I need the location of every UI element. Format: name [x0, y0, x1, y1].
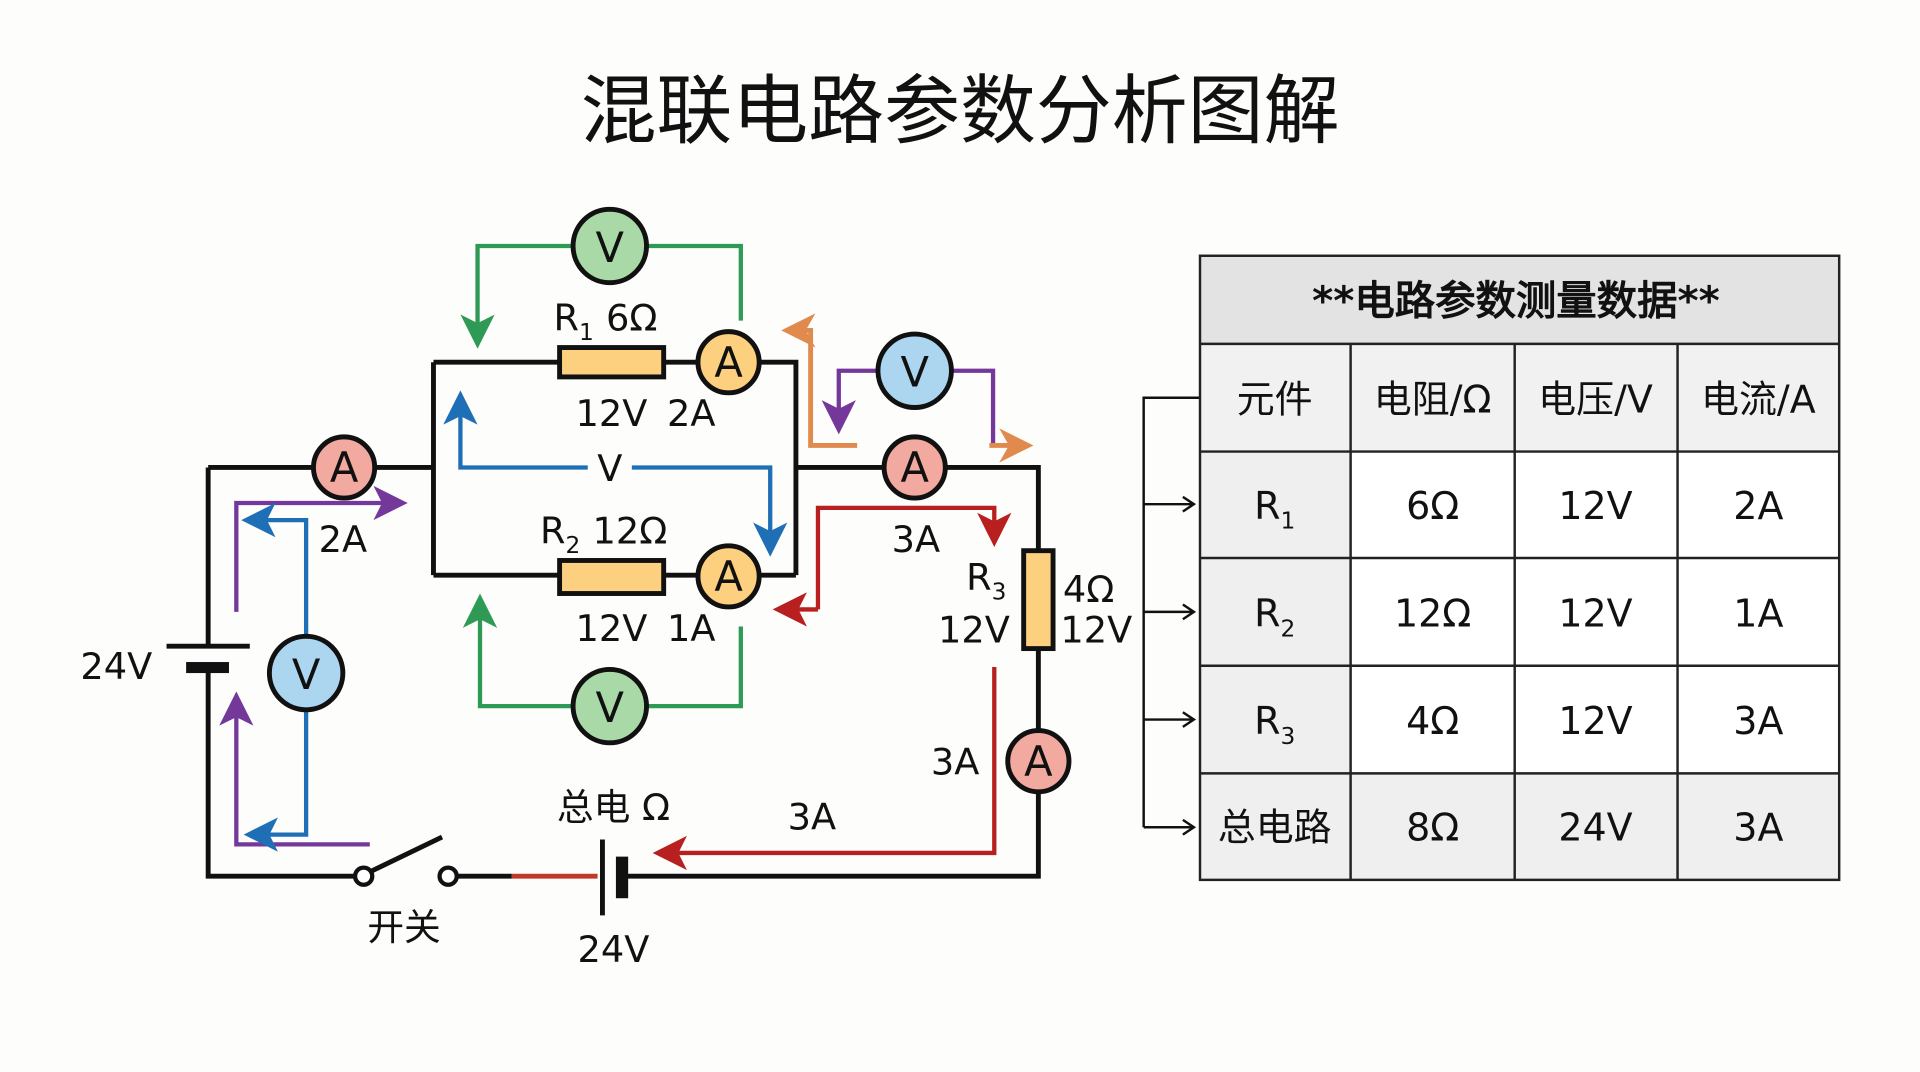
table-cell-voltage: 12V	[1558, 699, 1632, 743]
switch[interactable]: 开关	[352, 834, 459, 949]
current-arrow-bottom	[652, 666, 997, 871]
battery-bottom-top-label: 总电 Ω	[557, 786, 670, 829]
svg-text:V: V	[292, 650, 321, 699]
table-cell-resistance: 4Ω	[1406, 699, 1459, 743]
table-cell-voltage: 12V	[1558, 592, 1632, 636]
table-cell-component: R3	[1254, 699, 1295, 750]
table-cell-voltage: 24V	[1558, 806, 1632, 850]
voltmeter-r1: V	[570, 206, 649, 286]
r3-label: R3 12V 4Ω 12V	[938, 556, 1132, 652]
main-wires	[205, 359, 1041, 879]
main-current-bottom-label: 3A	[788, 796, 836, 839]
table-cell-component: R1	[1254, 484, 1295, 535]
main-current-right-label: 3A	[931, 741, 979, 784]
ammeter-series-right: A	[1005, 728, 1072, 795]
table-cell-voltage: 12V	[1558, 484, 1632, 528]
table-header-current: 电流/A	[1701, 377, 1816, 421]
voltmeter-battery: V	[266, 633, 346, 713]
current-arrow-top	[815, 505, 1012, 610]
ammeter-r2: A	[695, 543, 762, 610]
svg-text:V: V	[900, 348, 929, 397]
table-cell-resistance: 12Ω	[1394, 592, 1471, 636]
data-table: **电路参数测量数据** 元件 电阻/Ω 电压/V 电流/A R1 6Ω 12V 2A…	[1198, 254, 1841, 882]
table-cell-component: R2	[1254, 592, 1295, 643]
svg-text:A: A	[1024, 737, 1053, 786]
parallel-voltage-arrow-left	[443, 390, 588, 470]
parallel-voltage-label: V	[597, 447, 622, 490]
table-cell-current: 2A	[1733, 484, 1783, 528]
purple-arrow-bottom	[219, 691, 370, 847]
svg-text:A: A	[900, 443, 929, 492]
table-cell-resistance: 6Ω	[1406, 484, 1459, 528]
ammeter-r1: A	[695, 329, 762, 396]
table-row: R1 6Ω 12V 2A	[1254, 484, 1783, 535]
switch-label: 开关	[367, 906, 440, 949]
voltmeter-right-lead-right	[952, 368, 996, 443]
svg-text:A: A	[714, 552, 743, 601]
resistor-r2	[557, 558, 667, 596]
parallel-voltage-arrow-right	[631, 465, 788, 557]
svg-text:V: V	[596, 683, 625, 732]
left-current-label: 2A	[319, 518, 367, 561]
table-title: **电路参数测量数据**	[1312, 278, 1720, 325]
main-current-top-label: 3A	[892, 518, 940, 561]
voltmeter-r2: V	[570, 666, 649, 746]
ammeter-main-left: A	[311, 434, 378, 501]
svg-text:R3: R3	[966, 556, 1006, 606]
r2-current: 1A	[667, 607, 715, 650]
orange-arrow-left	[781, 313, 858, 448]
table-header-voltage: 电压/V	[1538, 377, 1653, 421]
table-header-component: 元件	[1237, 377, 1313, 421]
ammeter-series-top: A	[881, 434, 948, 501]
battery-bottom: 总电 Ω 24V	[557, 786, 670, 971]
resistor-r3	[1021, 548, 1056, 652]
battery-left: 24V	[80, 643, 250, 688]
svg-text:12V: 12V	[1060, 608, 1132, 651]
table-row: 总电路 8Ω 24V 3A	[1218, 806, 1784, 850]
page-title: 混联电路参数分析图解	[581, 67, 1340, 155]
svg-text:A: A	[330, 443, 359, 492]
svg-text:V: V	[596, 223, 625, 272]
table-header-resistance: 电阻/Ω	[1374, 377, 1492, 421]
table-row: R2 12Ω 12V 1A	[1254, 592, 1783, 643]
battery-bottom-label: 24V	[578, 928, 650, 971]
svg-text:12V: 12V	[938, 608, 1010, 651]
voltmeter-r3: V	[875, 331, 954, 410]
r1-voltage: 12V	[576, 392, 648, 435]
purple-arrow-top	[234, 485, 408, 612]
table-cell-resistance: 8Ω	[1406, 806, 1459, 850]
r1-current: 2A	[667, 392, 715, 435]
battery-left-label: 24V	[80, 645, 152, 688]
table-cell-current: 3A	[1733, 699, 1783, 743]
r2-voltage: 12V	[576, 607, 648, 650]
voltmeter-right-lead-left	[821, 368, 880, 435]
table-row: R3 4Ω 12V 3A	[1254, 699, 1783, 750]
table-connector	[1142, 396, 1200, 836]
resistor-r1	[557, 345, 667, 380]
table-cell-component: 总电路	[1218, 806, 1332, 850]
voltmeter-left-lead-top	[241, 502, 309, 637]
svg-text:A: A	[714, 338, 743, 387]
table-cell-current: 3A	[1733, 806, 1783, 850]
svg-text:4Ω: 4Ω	[1063, 568, 1114, 611]
table-cell-current: 1A	[1733, 592, 1783, 636]
voltmeter-left-lead-bottom	[243, 709, 309, 852]
